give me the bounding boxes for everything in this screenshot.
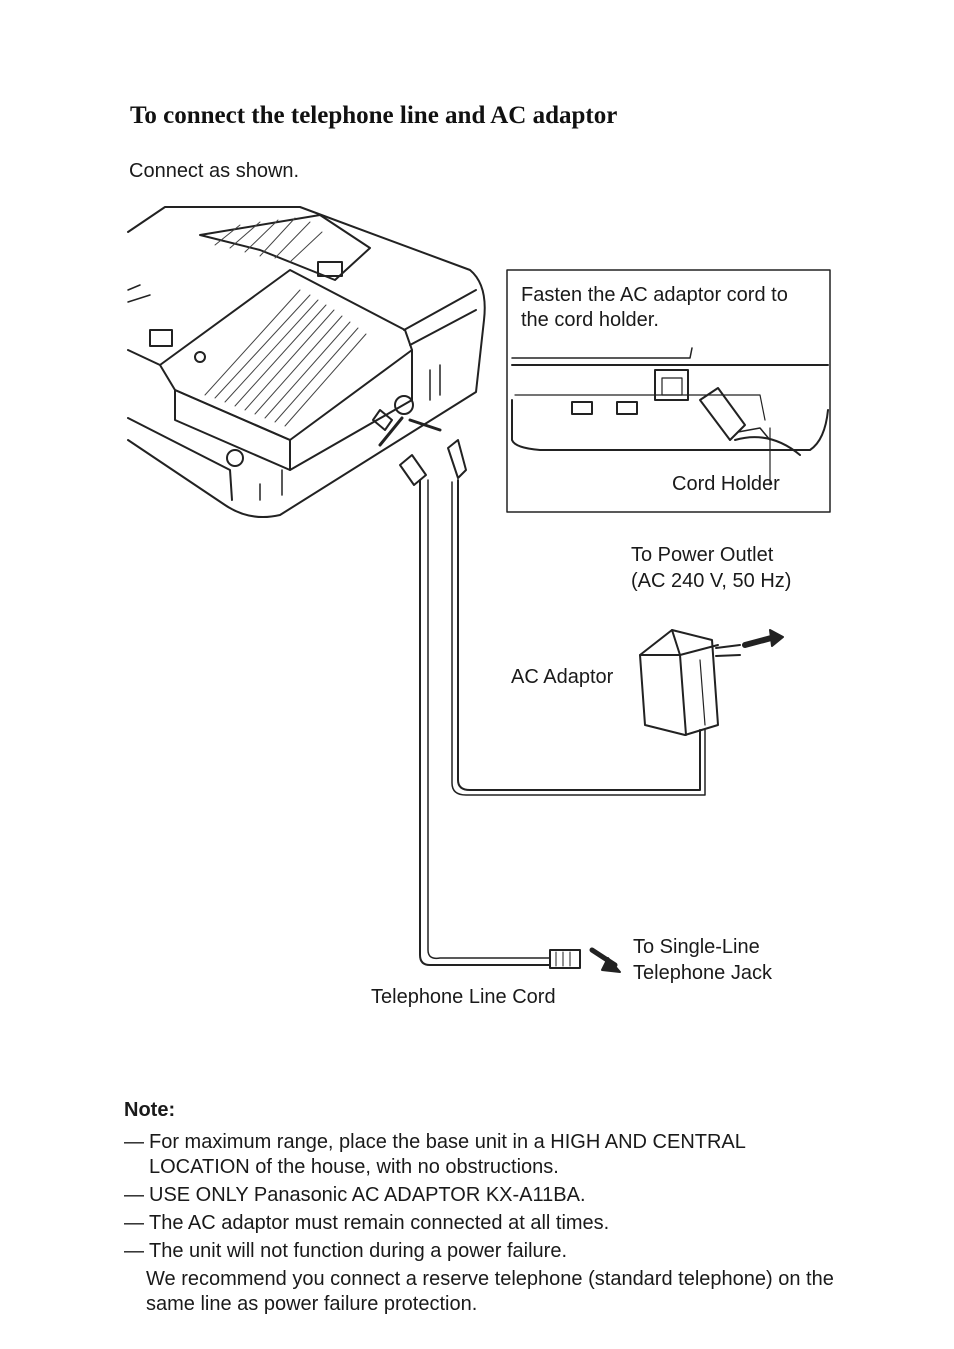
power-outlet-line2: (AC 240 V, 50 Hz) bbox=[631, 570, 792, 592]
note-item: — For maximum range, place the base unit… bbox=[124, 1130, 844, 1180]
note-text: The unit will not function during a powe… bbox=[149, 1240, 568, 1262]
cord-holder-detail bbox=[511, 347, 829, 486]
note-dash: — bbox=[124, 1240, 144, 1262]
intro-text: Connect as shown. bbox=[129, 160, 300, 182]
line-jack bbox=[372, 409, 393, 431]
dc-jack bbox=[394, 395, 414, 415]
note-text: The AC adaptor must remain connected at … bbox=[149, 1212, 610, 1234]
telephone-plug-bottom bbox=[549, 949, 581, 969]
speaker-grille bbox=[204, 217, 367, 427]
power-outlet-line1: To Power Outlet bbox=[631, 544, 774, 566]
base-unit-illustration bbox=[127, 206, 486, 518]
note-list: — For maximum range, place the base unit… bbox=[124, 1130, 844, 1317]
ac-adaptor-illustration bbox=[639, 629, 784, 736]
dc-plug bbox=[447, 439, 467, 479]
note-text: USE ONLY Panasonic AC ADAPTOR KX-A11BA. bbox=[149, 1184, 586, 1206]
note-item: — The AC adaptor must remain connected a… bbox=[124, 1211, 844, 1236]
note-item: — USE ONLY Panasonic AC ADAPTOR KX-A11BA… bbox=[124, 1183, 844, 1208]
page-title: To connect the telephone line and AC ada… bbox=[130, 102, 618, 129]
note-text: For maximum range, place the base unit i… bbox=[149, 1131, 746, 1178]
telephone-plug-top bbox=[399, 454, 427, 486]
note-item: — The unit will not function during a po… bbox=[124, 1239, 844, 1264]
note-dash: — bbox=[124, 1184, 144, 1206]
cord-holder-label: Cord Holder bbox=[672, 473, 780, 495]
ac-adaptor-label: AC Adaptor bbox=[511, 666, 614, 688]
note-heading: Note: bbox=[124, 1099, 176, 1121]
inset-caption: Fasten the AC adaptor cord to the cord h… bbox=[521, 284, 788, 331]
telephone-line-cord-label: Telephone Line Cord bbox=[371, 986, 556, 1008]
telephone-jack-line2: Telephone Jack bbox=[633, 962, 772, 984]
note-continuation: We recommend you connect a reserve telep… bbox=[146, 1268, 834, 1315]
telephone-jack-label: To Single-Line Telephone Jack bbox=[633, 934, 772, 986]
inset-frame bbox=[506, 269, 831, 513]
note-dash: — bbox=[124, 1212, 144, 1234]
power-outlet-label: To Power Outlet (AC 240 V, 50 Hz) bbox=[631, 542, 791, 594]
telephone-jack-line1: To Single-Line bbox=[633, 936, 760, 958]
note-dash: — bbox=[124, 1131, 144, 1153]
